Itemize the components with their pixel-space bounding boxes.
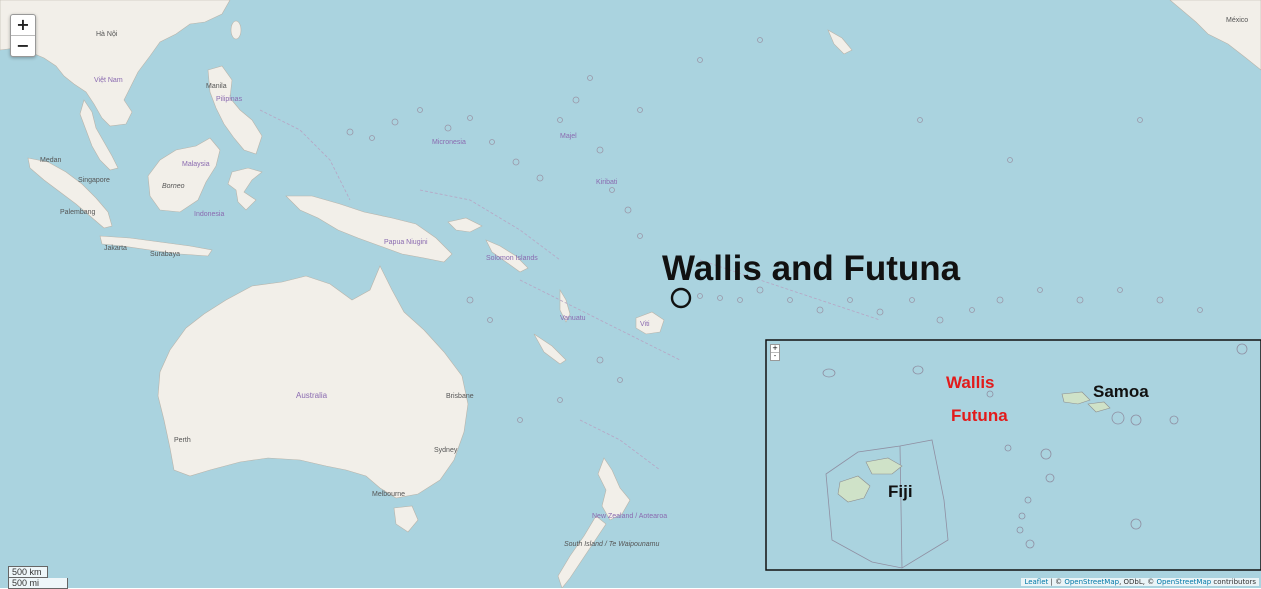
scale-bar: 500 km 500 mi [8, 566, 68, 589]
land-tasmania [393, 505, 419, 533]
land-australia [157, 265, 469, 499]
label-melbourne: Melbourne [372, 491, 405, 498]
land-java [99, 235, 213, 257]
label-sydney: Sydney [434, 447, 458, 454]
zoom-in-button[interactable]: + [16, 15, 30, 34]
inset-samoa-island-2 [1087, 401, 1111, 413]
land-mexico [1169, 0, 1261, 71]
label-solomon: Solomon Islands [486, 255, 538, 262]
inset-samoa-island-1 [1061, 391, 1091, 405]
annotation-title: Wallis and Futuna [662, 249, 961, 288]
inset-label-wallis: Wallis [946, 373, 995, 392]
label-manila: Manila [206, 83, 227, 90]
label-new-zealand: New Zealand / Aotearoa [592, 513, 667, 520]
inset-map[interactable]: Wallis Futuna Samoa Fiji [765, 339, 1261, 571]
osm-link-2[interactable]: OpenStreetMap [1156, 578, 1212, 586]
island-rings [346, 37, 1203, 423]
inset-label-futuna: Futuna [951, 406, 1008, 425]
osm-link-1[interactable]: OpenStreetMap [1064, 578, 1120, 586]
label-papua: Papua Niugini [384, 239, 428, 246]
land-hawaii [827, 29, 853, 55]
label-jakarta: Jakarta [104, 245, 127, 252]
inset-fiji-island-2 [865, 457, 903, 475]
label-majel: Majel [560, 133, 577, 140]
label-singapore: Singapore [78, 177, 110, 184]
label-south-island: South Island / Te Waipounamu [564, 541, 659, 548]
land-new-britain [447, 217, 483, 233]
land-fiji [635, 311, 665, 335]
label-viti: Viti [640, 321, 650, 328]
land-sulawesi [227, 167, 263, 211]
land-se-asia [0, 0, 231, 127]
scale-mi: 500 mi [8, 578, 68, 589]
zoom-control: + − [10, 14, 36, 57]
scale-km: 500 km [8, 566, 48, 578]
inset-fiji-zone [825, 439, 949, 569]
label-mexico: México [1226, 17, 1248, 24]
inset-zoom-out-button[interactable]: - [771, 352, 779, 360]
label-vanuatu: Vanuatu [560, 315, 586, 322]
land-vanuatu [559, 288, 571, 323]
label-kiribati: Kiribati [596, 179, 618, 186]
inset-label-fiji: Fiji [888, 482, 913, 501]
inset-fiji-island-1 [837, 475, 871, 503]
attr-contrib: contributors [1211, 578, 1256, 586]
inset-zoom-in-button[interactable]: + [772, 344, 778, 352]
label-australia: Australia [296, 391, 328, 400]
land-borneo [147, 137, 221, 213]
land-new-caledonia [533, 333, 567, 365]
land-philippines [207, 65, 263, 155]
label-micronesia: Micronesia [432, 139, 466, 146]
label-palembang: Palembang [60, 209, 96, 216]
attr-odbl: , ODbL, © [1119, 578, 1157, 586]
label-indonesia: Indonesia [194, 211, 224, 218]
label-medan: Medan [40, 157, 62, 164]
maritime-borders [259, 109, 881, 471]
inset-island-rings [822, 343, 1248, 549]
attribution: Leaflet | © OpenStreetMap, ODbL, © OpenS… [1021, 578, 1259, 586]
label-surabaya: Surabaya [150, 251, 180, 258]
label-ha-noi: Hà Nội [96, 31, 118, 38]
land-taiwan [230, 20, 242, 40]
label-perth: Perth [174, 437, 191, 444]
land-nz-north [597, 457, 631, 521]
label-malaysia: Malaysia [182, 161, 210, 168]
leaflet-link[interactable]: Leaflet [1024, 578, 1049, 586]
map-labels: Hà Nội Việt Nam Manila Pilipinas Malaysi… [40, 17, 1248, 548]
land-malay-peninsula [79, 99, 119, 171]
label-borneo: Borneo [162, 183, 185, 190]
land-sumatra [27, 157, 113, 229]
label-viet-nam: Việt Nam [94, 77, 123, 84]
land-nz-south [557, 515, 607, 588]
inset-zoom-control: + - [770, 344, 780, 361]
zoom-out-button[interactable]: − [11, 35, 35, 56]
inset-label-samoa: Samoa [1093, 382, 1149, 401]
label-brisbane: Brisbane [446, 393, 474, 400]
wallis-marker-circle[interactable] [670, 287, 692, 309]
land-new-guinea [285, 195, 453, 263]
inset-frame [765, 339, 1261, 571]
land-solomon [485, 239, 529, 273]
attr-sep: | © [1048, 578, 1065, 586]
label-pilipinas: Pilipinas [216, 96, 243, 103]
